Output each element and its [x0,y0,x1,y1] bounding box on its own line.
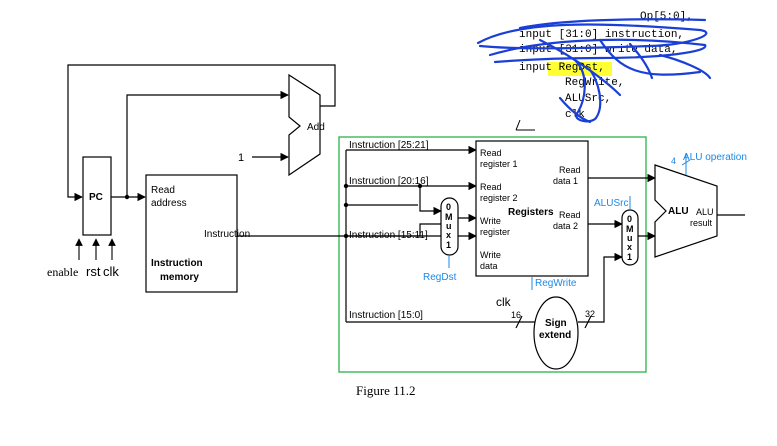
svg-text:u: u [446,221,452,231]
width-16-label: 16 [511,310,521,320]
enable-label: enable [47,265,78,279]
pc-feedback-wires [67,64,336,202]
imem-address-label: address [151,198,187,209]
svg-text:Write: Write [480,250,501,260]
instr-field-25-21: Instruction [25:21] [349,140,429,151]
alusrc-label: ALUSrc [594,198,628,209]
imem-title-line2: memory [160,272,199,283]
code-line-2: input [31:0] instruction, [519,29,684,41]
clk-label: clk [103,264,119,279]
regdst-mux [440,197,459,256]
add-label: Add [307,122,325,133]
instr-field-15-0: Instruction [15:0] [349,310,423,321]
sign-extend-line2: extend [539,330,571,341]
pc-input-arrows [75,238,116,260]
alu-label: ALU [668,206,689,217]
instr-field-15-11: Instruction [15:11] [349,230,428,241]
imem-read-label: Read [151,185,175,196]
alu-result-line1: ALU [696,207,714,217]
svg-text:register 2: register 2 [480,193,518,203]
svg-text:0: 0 [446,202,451,212]
svg-text:1: 1 [627,252,632,262]
regfile-output-wires [588,173,745,323]
svg-text:x: x [446,230,451,240]
alu-result-line2: result [690,218,713,228]
svg-text:x: x [627,242,632,252]
regfile-port-labels: Read register 1 Read register 2 Write re… [480,148,581,271]
svg-text:Write: Write [480,216,501,226]
highlight-mark [548,62,612,76]
scribble-mark [476,18,712,124]
svg-text:register: register [480,227,510,237]
junction-dot [124,194,130,200]
instruction-memory [145,174,238,293]
figure-caption: Figure 11.2 [356,383,415,398]
highlight-box [338,136,647,373]
instr-field-20-16: Instruction [20:16] [349,176,429,187]
alu-operation-label: ALU operation [683,152,747,163]
code-line-6: ALUSrc, [565,93,611,105]
pc-register [82,156,112,236]
svg-text:register 1: register 1 [480,159,518,169]
junction-dot [343,202,349,208]
junction-dot [343,233,349,239]
width-32-label: 32 [585,309,595,319]
svg-text:M: M [445,212,453,222]
regfile-title: Registers [508,207,554,218]
alu-op-width: 4 [671,156,676,166]
alu-operation-slash [681,159,691,166]
rst-label: rst [86,264,101,279]
imem-title-line1: Instruction [151,258,203,269]
svg-text:data 2: data 2 [553,221,578,231]
sign-extend-unit [533,296,579,370]
regdst-mux-letters: 0 M u x 1 [445,202,453,250]
svg-text:Read: Read [559,210,581,220]
pc-label: PC [89,192,103,203]
svg-text:Read: Read [559,165,581,175]
regwrite-label: RegWrite [535,278,577,289]
alu-unit [654,164,718,258]
svg-text:data 1: data 1 [553,176,578,186]
svg-text:Read: Read [480,148,502,158]
imem-instruction-port-label: Instruction [204,229,250,240]
svg-text:1: 1 [446,240,451,250]
annotation-mark [515,119,535,131]
svg-text:0: 0 [627,214,632,224]
svg-text:u: u [627,233,633,243]
add-unit [288,73,321,177]
svg-text:M: M [626,224,634,234]
junction-dot [343,183,349,189]
sign-extend-line1: Sign [545,318,567,329]
regdst-label: RegDst [423,272,457,283]
register-file [475,140,589,277]
const-one-label: 1 [238,152,244,164]
sign-extend-wires [515,315,600,329]
junction-dot [417,183,423,189]
regfile-clk-label: clk [496,295,512,309]
code-line-1: Op[5:0], [640,11,693,23]
svg-text:Read: Read [480,182,502,192]
svg-text:data: data [480,261,498,271]
alusrc-mux-letters: 0 M u x 1 [626,214,634,262]
